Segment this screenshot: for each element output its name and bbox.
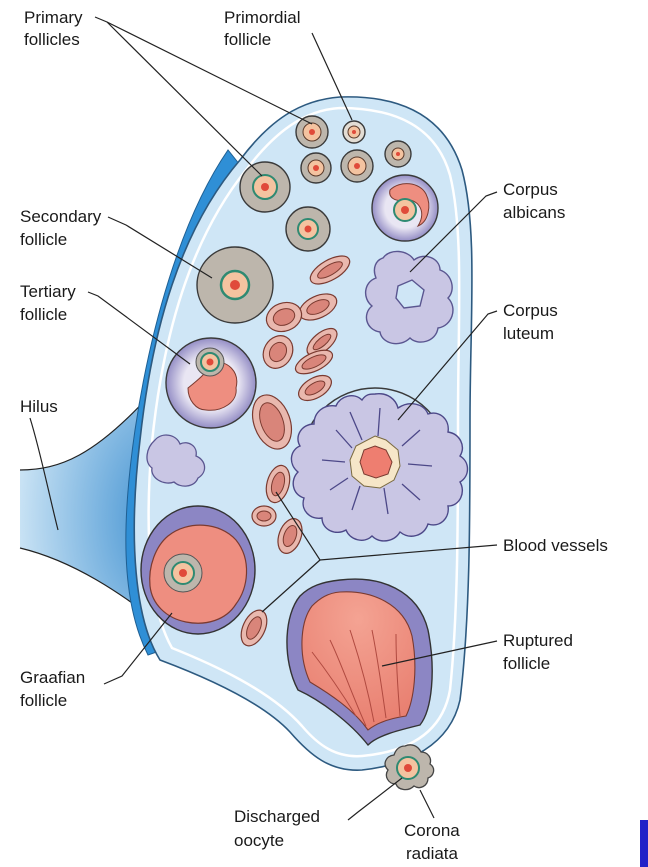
primordial-follicle [385, 141, 411, 167]
label-corpus-luteum-line2: luteum [503, 324, 554, 343]
label-ruptured-follicle-line1: Ruptured [503, 631, 573, 650]
label-primordial-follicle-line2: follicle [224, 30, 271, 49]
label-primary-follicles-line2: follicles [24, 30, 80, 49]
label-corona-radiata-line2: radiata [406, 844, 459, 863]
primordial-follicle [343, 121, 365, 143]
label-corpus-albicans-line2: albicans [503, 203, 565, 222]
growing-follicle [286, 207, 330, 251]
primary-follicle [341, 150, 373, 182]
label-primordial-follicle-line1: Primordial [224, 8, 301, 27]
label-blood-vessels: Blood vessels [503, 536, 608, 555]
label-corpus-albicans-line1: Corpus [503, 180, 558, 199]
label-secondary-follicle-line2: follicle [20, 230, 67, 249]
label-graafian-follicle-line1: Graafian [20, 668, 85, 687]
label-graafian-follicle-line2: follicle [20, 691, 67, 710]
atretic-follicle [372, 175, 438, 241]
label-hilus: Hilus [20, 397, 58, 416]
label-corona-radiata-line1: Corona [404, 821, 460, 840]
secondary-follicle [197, 247, 273, 323]
label-primary-follicles-line1: Primary [24, 8, 83, 27]
label-discharged-oocyte-line2: oocyte [234, 831, 284, 850]
label-tertiary-follicle-line1: Tertiary [20, 282, 76, 301]
label-secondary-follicle-line1: Secondary [20, 207, 102, 226]
label-ruptured-follicle-line2: follicle [503, 654, 550, 673]
primary-follicle-top [296, 116, 328, 148]
label-corpus-luteum-line1: Corpus [503, 301, 558, 320]
corner-mark [640, 820, 648, 867]
graafian-follicle [141, 506, 255, 634]
primary-follicle [301, 153, 331, 183]
primary-follicle-large [240, 162, 290, 212]
label-discharged-oocyte-line1: Discharged [234, 807, 320, 826]
tertiary-follicle [166, 338, 256, 428]
label-tertiary-follicle-line2: follicle [20, 305, 67, 324]
